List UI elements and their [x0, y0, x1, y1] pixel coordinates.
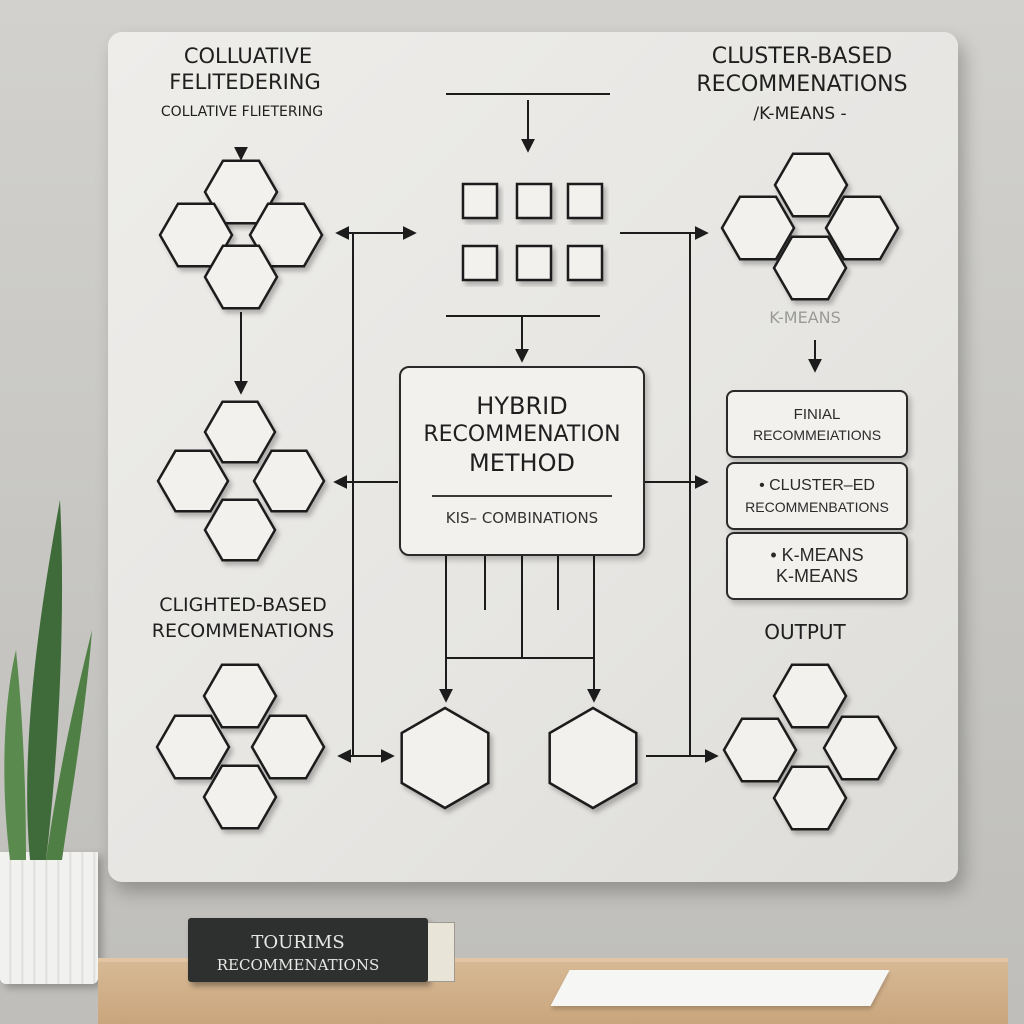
- hex-br-3: [822, 715, 898, 781]
- hex-tl-4: [203, 244, 279, 310]
- hex-bottom-center-right: [548, 706, 638, 810]
- clighted-title-2: RECOMMENATIONS: [151, 620, 335, 642]
- kmeans-box-line-2: K-MEANS: [775, 566, 858, 586]
- plant-pot: [0, 852, 98, 984]
- square-3: [566, 182, 604, 220]
- hex-tr-4: [772, 235, 848, 301]
- square-2: [515, 182, 553, 220]
- hex-bl-4: [202, 764, 278, 830]
- square-5: [515, 244, 553, 282]
- hex-tr-2: [720, 195, 796, 261]
- final-line-2: RECOMMEIATIONS: [752, 426, 882, 443]
- hybrid-divider: [432, 494, 612, 497]
- cluster-subtitle: /K-MEANS -: [753, 104, 847, 124]
- hex-tl-3: [248, 202, 324, 268]
- hybrid-line-3: METHOD: [469, 448, 575, 477]
- hex-bl-1: [202, 663, 278, 729]
- final-recommendations-box: FINIAL RECOMMEIATIONS: [726, 390, 908, 458]
- kmeans-box: • K-MEANS K-MEANS: [726, 532, 908, 600]
- connector-lines: [234, 93, 822, 763]
- hex-ml-2: [156, 449, 230, 513]
- book-pages: [428, 922, 455, 982]
- clighted-title-1: CLIGHTED-BASED: [159, 594, 327, 616]
- hex-tr-1: [773, 152, 849, 218]
- cluster-title-2: RECOMMENATIONS: [696, 72, 908, 97]
- hexagon-nodes: [155, 152, 900, 831]
- square-1: [461, 182, 499, 220]
- hex-br-4: [772, 765, 848, 831]
- cluster-recommendations-box: • CLUSTER–ED RECOMMENBATIONS: [726, 462, 908, 530]
- cf-subtitle: COLLATIVE FLIETERING: [160, 104, 324, 120]
- hybrid-line-1: HYBRID: [476, 391, 568, 420]
- square-6: [566, 244, 604, 282]
- hybrid-method-box: HYBRID RECOMMENATION METHOD KIS– COMBINA…: [399, 366, 645, 556]
- hex-br-1: [772, 663, 848, 729]
- hex-bottom-center-left: [400, 706, 490, 810]
- book-title-2: RECOMMENATIONS: [216, 956, 380, 974]
- hex-tr-3: [824, 195, 900, 261]
- output-label: OUTPUT: [764, 620, 846, 644]
- final-line-1: FINIAL: [793, 405, 841, 423]
- hex-ml-4: [203, 498, 277, 562]
- square-4: [461, 244, 499, 282]
- book: TOURIMS RECOMMENATIONS: [188, 918, 428, 982]
- cf-title-2: FELITEDERING: [169, 70, 321, 94]
- hex-ml-3: [252, 449, 326, 513]
- square-nodes: [461, 182, 604, 282]
- hybrid-line-2: RECOMMENATION: [423, 421, 621, 447]
- hex-ml-1: [203, 400, 277, 464]
- book-title-1: TOURIMS: [251, 932, 345, 953]
- hex-bl-3: [250, 714, 326, 780]
- cluster-box-line-1: • CLUSTER–ED: [759, 477, 875, 494]
- hex-br-2: [722, 717, 798, 783]
- cluster-box-line-2: RECOMMENBATIONS: [745, 499, 889, 515]
- hex-bl-2: [155, 714, 231, 780]
- kmeans-faint-label: K-MEANS: [769, 308, 841, 327]
- kmeans-box-line-1: • K-MEANS: [770, 545, 864, 565]
- paper-sheet: [550, 970, 890, 1006]
- hybrid-footer: KIS– COMBINATIONS: [445, 508, 599, 527]
- cluster-title-1: CLUSTER-BASED: [711, 44, 893, 69]
- plant-leaves: [4, 500, 92, 860]
- cf-title-1: COLLUATIVE: [183, 44, 313, 68]
